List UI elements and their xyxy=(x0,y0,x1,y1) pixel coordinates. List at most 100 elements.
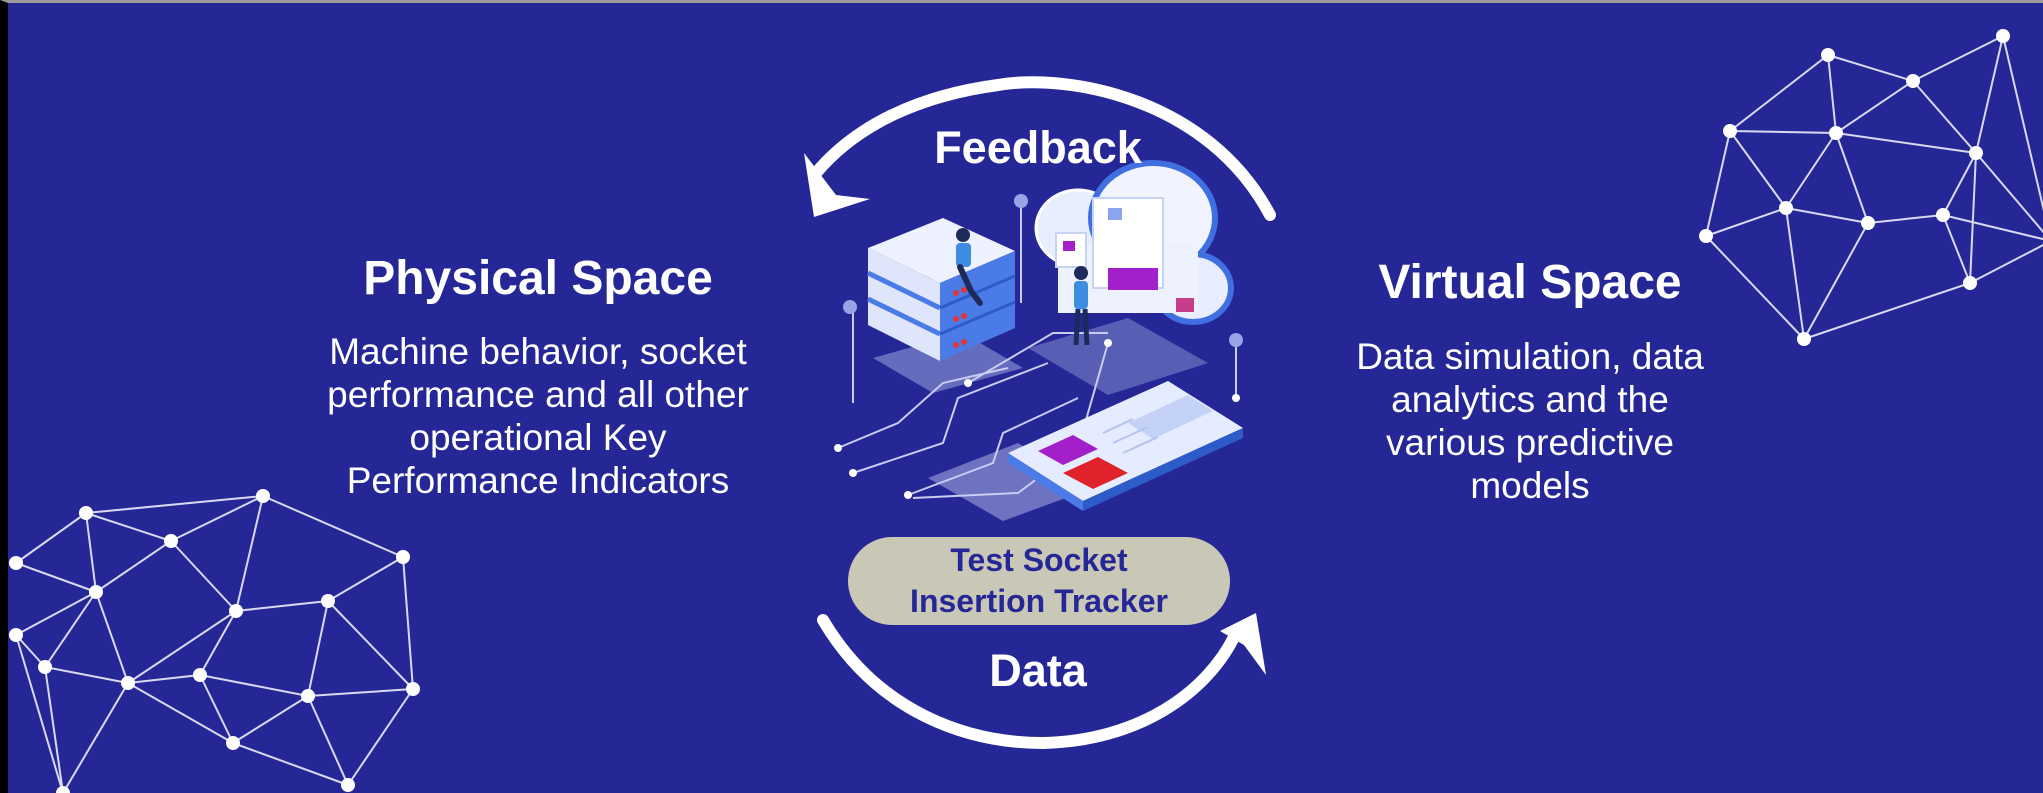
network-node xyxy=(9,556,23,570)
network-edge xyxy=(44,666,64,793)
network-node xyxy=(1723,124,1737,138)
physical-space-title: Physical Space xyxy=(363,252,713,305)
network-node xyxy=(121,676,135,690)
network-node xyxy=(1779,201,1793,215)
network-edge xyxy=(307,695,349,786)
network-edge xyxy=(62,682,129,793)
network-edge xyxy=(1803,282,1971,340)
network-node xyxy=(164,534,178,548)
network-node xyxy=(38,660,52,674)
network-edge xyxy=(15,512,87,564)
virtual-space-line: models xyxy=(1470,465,1590,506)
network-node xyxy=(1829,126,1843,140)
network-edge xyxy=(235,495,264,612)
network-node xyxy=(341,778,355,792)
network-node xyxy=(79,506,93,520)
tracker-line: Insertion Tracker xyxy=(910,583,1168,619)
network-edge xyxy=(85,512,172,542)
network-edge xyxy=(307,688,414,697)
network-node xyxy=(89,585,103,599)
network-edge xyxy=(44,666,129,684)
network-edge xyxy=(402,556,414,690)
network-edge xyxy=(327,556,404,602)
network-edge xyxy=(1705,207,1787,237)
network-edge xyxy=(127,682,234,744)
virtual-space-line: Data simulation, data xyxy=(1356,336,1704,377)
network-node xyxy=(256,489,270,503)
virtual-space-description: Data simulation, data analytics and the … xyxy=(1290,335,1770,507)
network-edge xyxy=(199,610,237,676)
network-node xyxy=(301,689,315,703)
feedback-arrow-icon xyxy=(804,76,1276,221)
network-edge xyxy=(1785,207,1869,224)
network-node xyxy=(1906,74,1920,88)
network-edge xyxy=(232,695,309,744)
network-edge xyxy=(1835,80,1914,134)
network-edge xyxy=(1785,207,1805,340)
network-node xyxy=(396,550,410,564)
network-edge xyxy=(232,742,349,786)
network-node xyxy=(229,604,243,618)
network-graphic-left xyxy=(9,489,420,793)
network-edge xyxy=(1942,214,2043,241)
network-edge xyxy=(15,634,64,793)
physical-space-line: Machine behavior, socket xyxy=(329,331,747,372)
test-socket-tracker-badge: Test Socket Insertion Tracker xyxy=(848,537,1230,625)
network-edge xyxy=(44,591,97,668)
network-edge xyxy=(262,495,404,558)
network-edge xyxy=(1975,35,2004,154)
network-edge xyxy=(307,600,329,697)
network-edge xyxy=(1942,152,1977,216)
network-edge xyxy=(347,688,414,786)
network-edge xyxy=(1705,130,1731,237)
network-node xyxy=(1821,48,1835,62)
network-node xyxy=(1969,146,1983,160)
physical-space-line: Performance Indicators xyxy=(346,460,730,501)
network-node xyxy=(1797,332,1811,346)
network-node xyxy=(1936,208,1950,222)
network-edge xyxy=(15,591,97,636)
network-edge xyxy=(1803,222,1869,340)
network-edge xyxy=(199,674,234,744)
network-edge xyxy=(1835,132,1869,224)
network-edge xyxy=(1835,132,1977,154)
network-node xyxy=(321,594,335,608)
data-arrow-icon xyxy=(817,613,1266,750)
virtual-space-line: various predictive xyxy=(1386,422,1674,463)
network-node xyxy=(1963,276,1977,290)
feedback-label: Feedback xyxy=(934,122,1142,173)
physical-space-description: Machine behavior, socket performance and… xyxy=(278,330,798,502)
physical-space-line: operational Key xyxy=(409,417,667,458)
network-edge xyxy=(1969,244,2043,284)
network-edge xyxy=(170,495,264,542)
network-node xyxy=(406,682,420,696)
network-edge xyxy=(2002,35,2043,212)
network-edge xyxy=(1942,214,1971,284)
network-edge xyxy=(127,610,237,684)
network-node xyxy=(1861,216,1875,230)
network-node xyxy=(1699,229,1713,243)
network-edge xyxy=(199,674,309,697)
network-edge xyxy=(1729,130,1837,134)
network-node xyxy=(56,786,70,793)
network-edge xyxy=(1785,132,1837,209)
network-edge xyxy=(1729,54,1829,132)
network-edge xyxy=(15,562,97,593)
network-edge xyxy=(1912,80,1977,154)
network-node xyxy=(226,736,240,750)
network-edge xyxy=(327,600,414,690)
network-edge xyxy=(15,634,46,668)
network-edge xyxy=(1867,214,1944,224)
network-node xyxy=(9,628,23,642)
data-label: Data xyxy=(989,645,1087,696)
virtual-space-line: analytics and the xyxy=(1391,379,1669,420)
network-node xyxy=(1996,29,2010,43)
network-edge xyxy=(1827,54,1914,82)
network-edge xyxy=(1827,54,1837,134)
network-graphic-right xyxy=(1699,29,2043,346)
network-edge xyxy=(95,540,172,593)
network-edge xyxy=(1729,130,1787,209)
network-edge xyxy=(1705,235,1805,340)
tracker-line: Test Socket xyxy=(950,542,1128,578)
